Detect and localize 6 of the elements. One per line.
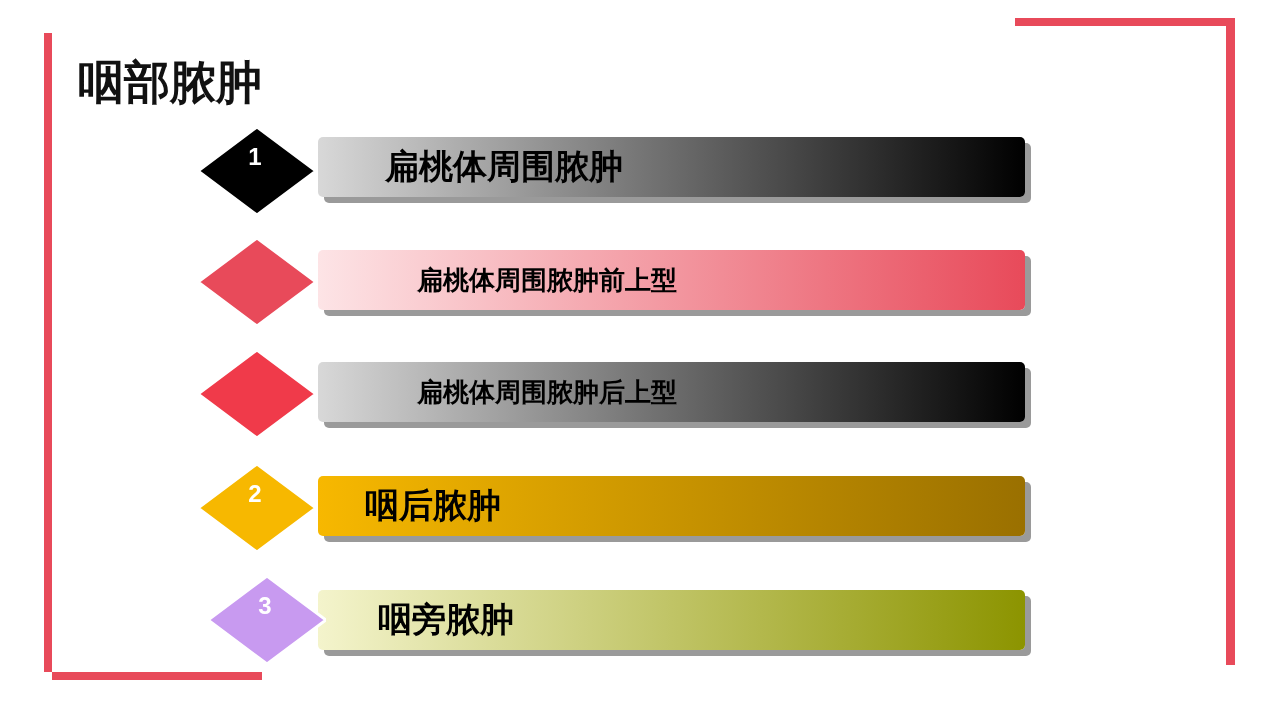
slide-title: 咽部脓肿 xyxy=(78,54,262,111)
number-diamond: 3 xyxy=(208,576,326,664)
diamond-marker xyxy=(198,350,316,438)
number-diamond: 1 xyxy=(198,127,316,215)
number-diamond: 2 xyxy=(198,464,316,552)
diamond-marker xyxy=(198,238,316,326)
